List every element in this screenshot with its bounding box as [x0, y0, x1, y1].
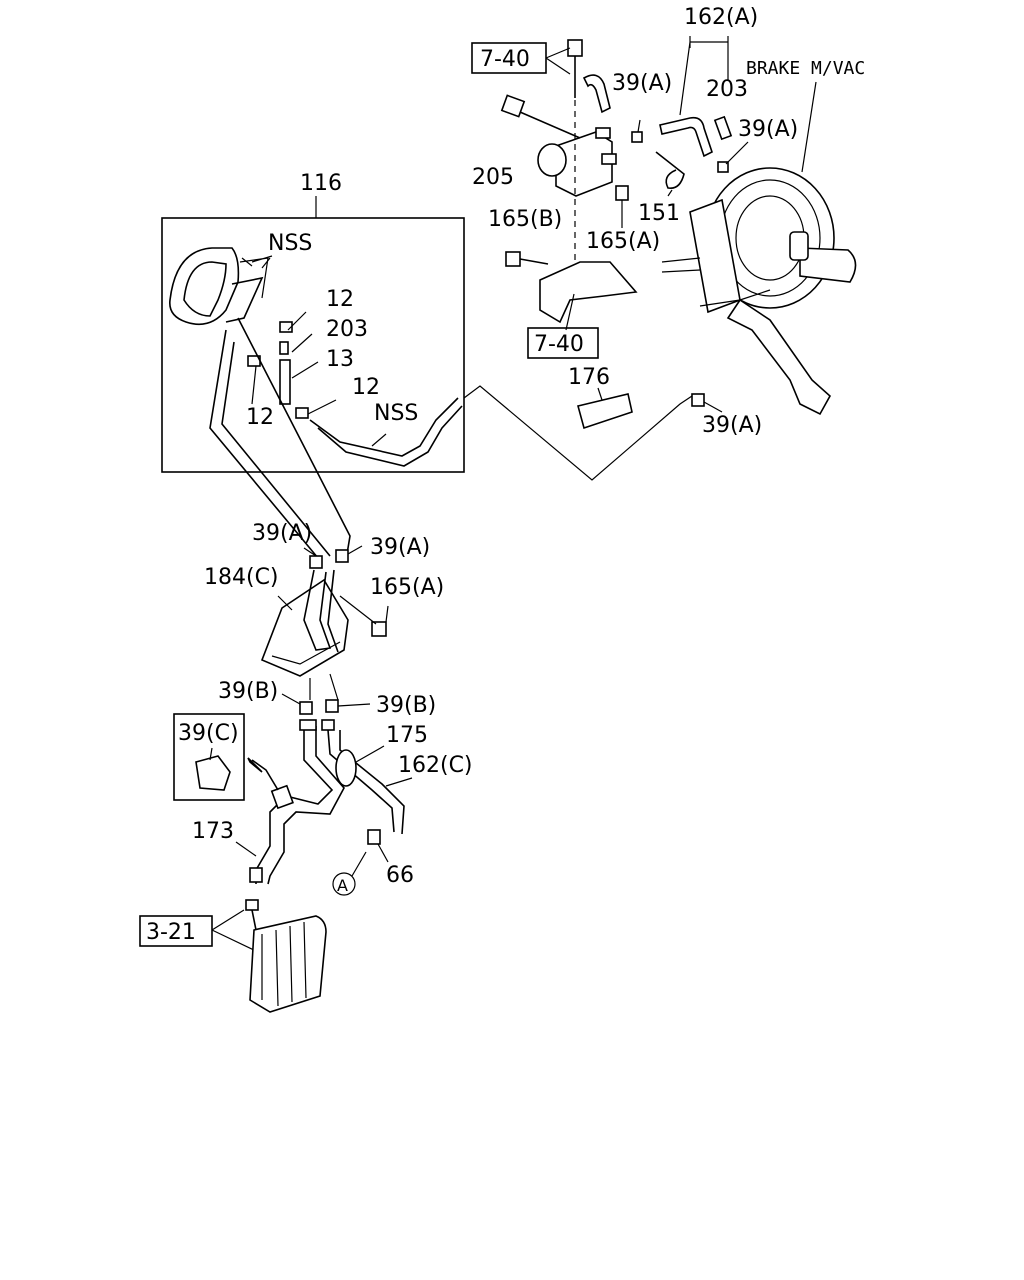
- bracket-part: [539, 261, 638, 324]
- label-nss-bot: NSS: [374, 401, 418, 426]
- label-13: 13: [326, 347, 354, 372]
- label-151: 151: [638, 201, 680, 226]
- clamp-39b-r-part: [325, 699, 339, 713]
- clamp-39a-top-part: [631, 131, 643, 143]
- hose-162a-part: [659, 116, 713, 158]
- label-175: 175: [386, 723, 428, 748]
- label-12-left: 12: [246, 405, 274, 430]
- label-39a-top: 39(A): [612, 71, 672, 96]
- pipe-left: [209, 329, 319, 559]
- clamp-66-part: [367, 829, 381, 845]
- detail-box-39c: [173, 713, 245, 801]
- label-39b-left: 39(B): [218, 679, 278, 704]
- strap-part: [582, 74, 611, 114]
- label-321: 3-21: [146, 920, 196, 945]
- clamp-39a-pedal-part: [691, 393, 705, 407]
- ref-box-321: [139, 915, 213, 947]
- brake-booster-part: [661, 167, 857, 314]
- lower-assembly: [173, 713, 413, 1013]
- label-184c: 184(C): [204, 565, 279, 590]
- label-740-mid: 7-40: [534, 332, 584, 357]
- label-173: 173: [192, 819, 234, 844]
- clamp-12-right-part: [295, 407, 309, 419]
- detail-116-parts: [169, 247, 463, 467]
- label-205: 205: [472, 165, 514, 190]
- label-165b: 165(B): [488, 207, 562, 232]
- reference-a-circle: [332, 872, 356, 896]
- clamp-39b-l-part: [299, 701, 313, 715]
- bolt-165b-part: [505, 251, 521, 267]
- label-203-mid: 203: [326, 317, 368, 342]
- label-12-right: 12: [352, 375, 380, 400]
- label-176: 176: [568, 365, 610, 390]
- label-740-top: 7-40: [480, 47, 530, 72]
- label-165a-top: 165(A): [586, 229, 660, 254]
- label-39a-mid-l: 39(A): [252, 521, 312, 546]
- label-39a-right: 39(A): [738, 117, 798, 142]
- canister-321-part: [249, 909, 327, 1013]
- upper-assembly: [500, 36, 857, 430]
- pipe-13-part: [279, 359, 291, 405]
- band-clip-151-part: [655, 151, 685, 190]
- label-39b-right: 39(B): [376, 693, 436, 718]
- connector-line: [463, 385, 693, 481]
- nipple-203-part: [713, 115, 733, 141]
- grommet-176-part: [577, 393, 633, 430]
- hose-173-part: [255, 726, 334, 884]
- detail-box-116: [161, 217, 465, 473]
- nipple-203-mid-part: [279, 341, 289, 355]
- label-39a-pedal: 39(A): [702, 413, 762, 438]
- bolt-165a-mid-part: [371, 621, 387, 637]
- clip-39c-part: [195, 755, 231, 791]
- ref-box-740-top: [471, 42, 547, 74]
- label-39c: 39(C): [178, 721, 239, 746]
- label-nss-top: NSS: [268, 231, 312, 256]
- label-203-top: 203: [706, 77, 748, 102]
- bolt-165a-top-part: [615, 185, 629, 201]
- ref-box-740-mid: [527, 327, 599, 359]
- bracket-184c-part: [260, 578, 349, 677]
- label-ref-a: A: [337, 876, 348, 895]
- label-brake-mvac: BRAKE M/VAC: [746, 58, 865, 79]
- vacuum-pump-205-part: [500, 94, 617, 197]
- bolt-part: [567, 39, 583, 57]
- label-12-top: 12: [326, 287, 354, 312]
- label-66: 66: [386, 863, 414, 888]
- label-162a: 162(A): [684, 5, 758, 30]
- clamp-12-top-part: [279, 321, 293, 333]
- clamp-175-part: [335, 749, 357, 787]
- clamp-39a-mid-r-part: [335, 549, 349, 563]
- clamp-39a-mid-l-part: [309, 555, 323, 569]
- label-162c: 162(C): [398, 753, 473, 778]
- clamp-39a-right-part: [717, 161, 729, 173]
- label-116: 116: [300, 171, 342, 196]
- label-39a-mid-r: 39(A): [370, 535, 430, 560]
- middle-assembly: [260, 545, 389, 715]
- brake-pedal-part: [726, 298, 832, 416]
- label-165a-mid: 165(A): [370, 575, 444, 600]
